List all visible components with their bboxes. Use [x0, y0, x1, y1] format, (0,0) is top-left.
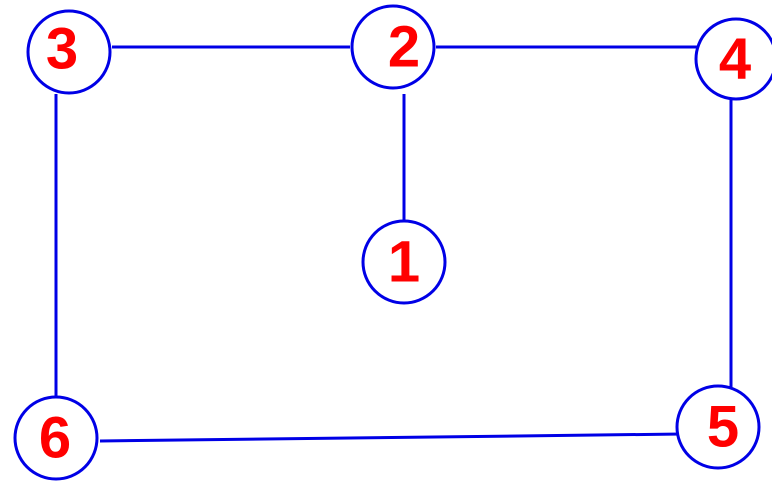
node-6-circle: [13, 395, 99, 481]
edge-6-5: [99, 432, 683, 443]
node-4-circle: [694, 17, 772, 101]
node-6: 6: [13, 395, 99, 481]
node-6-label: 6: [39, 406, 71, 471]
node-1: 1: [361, 219, 447, 305]
node-5-label: 5: [707, 395, 739, 460]
node-3: 3: [26, 9, 112, 95]
node-2-circle: [350, 4, 436, 90]
node-3-circle: [26, 9, 112, 95]
node-2-label: 2: [388, 15, 420, 80]
node-3-label: 3: [46, 17, 78, 82]
node-4: 4: [694, 17, 772, 101]
node-4-label: 4: [719, 27, 751, 92]
node-2: 2: [350, 4, 436, 90]
node-5-circle: [675, 384, 761, 470]
node-5: 5: [675, 384, 761, 470]
node-1-circle: [361, 219, 447, 305]
node-1-label: 1: [388, 230, 420, 295]
